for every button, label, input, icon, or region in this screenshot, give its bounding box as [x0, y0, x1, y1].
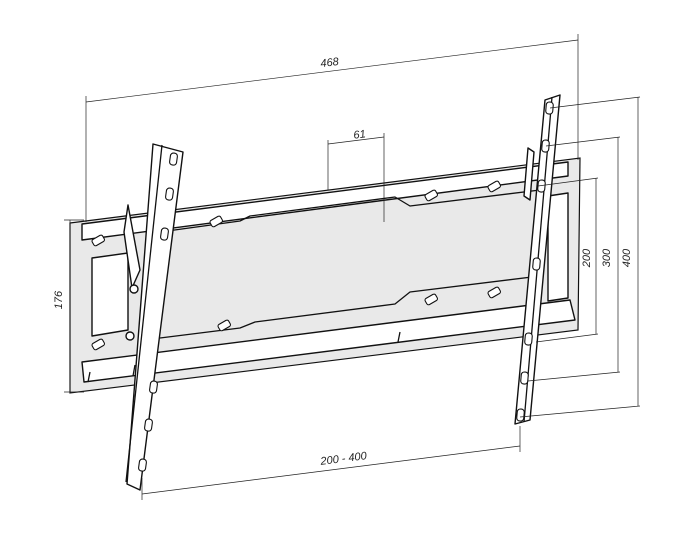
dim-overall-line [85, 39, 579, 103]
wall-plate-bottom-flange [81, 299, 576, 383]
wall-plate-tabs [87, 331, 401, 383]
wall-plate-top-flange [81, 161, 569, 241]
dim-400-label: 400 [621, 248, 633, 267]
dim-overall-label: 468 [320, 56, 341, 70]
left-arm-hole-6 [138, 458, 147, 472]
wall-slot-7 [424, 293, 439, 306]
dim-300-label: 300 [601, 248, 613, 267]
dim-200-label: 200 [581, 248, 593, 268]
dim-vertical-200: 200 [535, 177, 599, 343]
dim-height-label: 176 [53, 290, 65, 309]
wall-plate-right-window [547, 192, 569, 302]
dim-center-offset: 61 [327, 128, 385, 222]
left-arm-hole-4 [149, 380, 158, 394]
wall-plate [69, 157, 581, 394]
dim-vertical-300: 300 [527, 136, 621, 382]
dim-300-ext-top [545, 136, 621, 147]
dim-offset-line [327, 136, 385, 145]
left-tv-arm [123, 143, 184, 491]
wall-slot-5 [91, 338, 106, 351]
right-tv-arm [514, 94, 561, 425]
right-arm-hole-2 [541, 139, 550, 153]
dim-400-ext-bottom [519, 405, 641, 418]
dim-200-ext-top [537, 177, 599, 187]
left-latch-pivot [129, 284, 139, 294]
dim-spacing-label: 200 - 400 [319, 450, 368, 468]
wall-slot-6 [217, 319, 232, 332]
dim-200-ext-bottom [535, 333, 599, 343]
right-arm-hole-6 [520, 371, 529, 385]
left-arm-hole-3 [160, 227, 169, 241]
dim-spacing-line [141, 445, 521, 495]
wall-plate-left-window [91, 252, 129, 337]
left-arm-hole-1 [169, 152, 178, 166]
dim-overall-width: 468 [85, 34, 579, 222]
left-arm-body [126, 143, 184, 491]
left-arm-hole-2 [165, 187, 174, 201]
right-arm-hole-7 [516, 408, 525, 422]
left-arm-edge [125, 144, 163, 483]
left-arm-hole-5 [144, 418, 153, 432]
dim-300-ext-bottom [527, 371, 621, 382]
dim-horizontal-spacing: 200 - 400 [141, 426, 521, 500]
dim-bracket-height: 176 [53, 219, 84, 393]
wall-slot-1 [91, 234, 106, 247]
dim-offset-label: 61 [353, 128, 367, 141]
wall-plate-lower-rail [159, 275, 541, 339]
right-arm-hole-4 [532, 257, 541, 271]
dim-400-ext-top [549, 96, 641, 109]
left-latch-screw [125, 331, 135, 341]
right-arm-hole-1 [545, 101, 554, 115]
wall-slot-2 [209, 215, 224, 228]
wall-slot-3 [424, 189, 439, 202]
right-arm-bracket [523, 147, 535, 201]
dim-vertical-400: 400 [519, 96, 641, 418]
wall-slot-4 [487, 180, 502, 193]
right-arm-hole-5 [524, 332, 533, 346]
wall-slot-8 [487, 286, 502, 299]
